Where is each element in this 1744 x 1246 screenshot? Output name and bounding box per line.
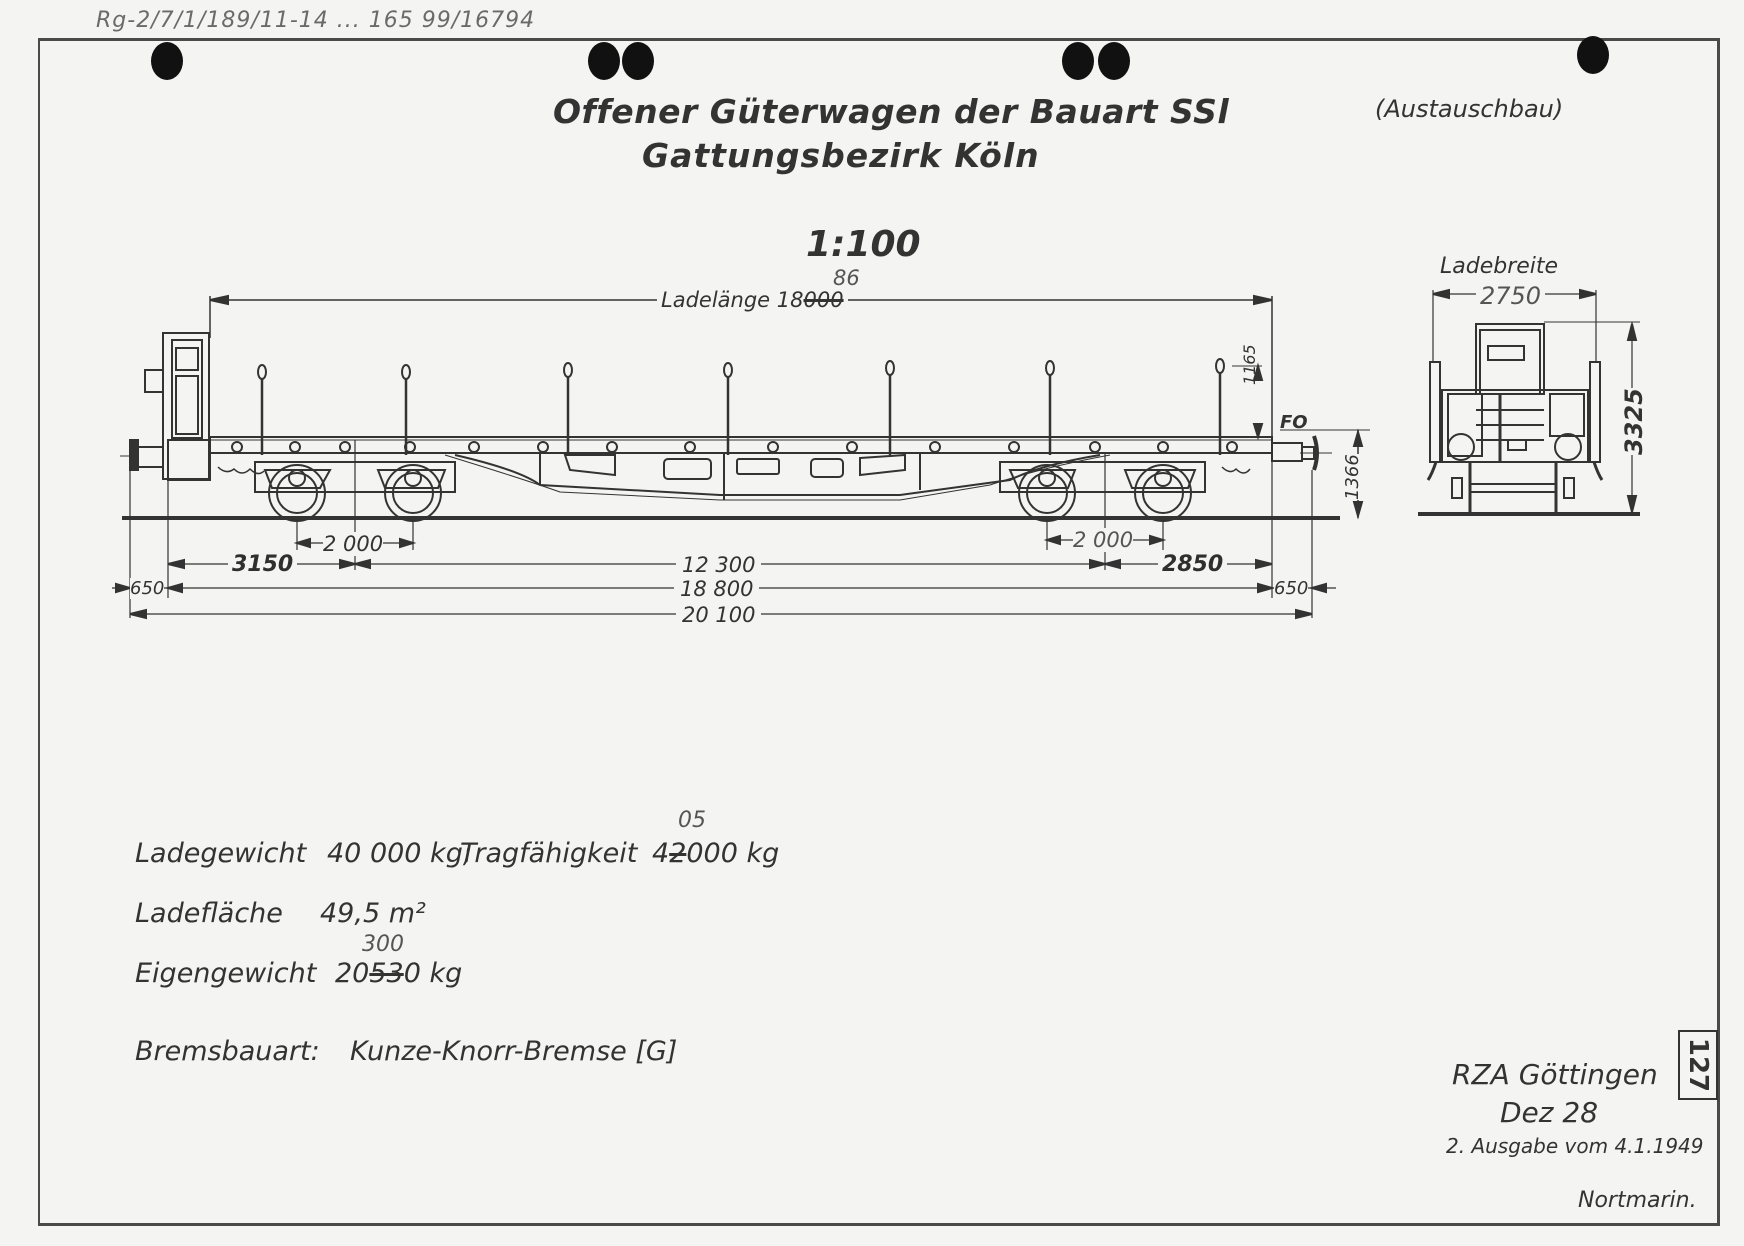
ladeflaeche-value: 49,5 m² [320, 898, 426, 929]
buffer-right: 650 [1274, 578, 1309, 599]
eigengewicht-value: 20530 kg [335, 958, 463, 989]
punch-hole [1577, 36, 1609, 74]
tragfaehigkeit-label: Tragfähigkeit [460, 838, 638, 869]
stake-height-label: 1165 [1240, 344, 1259, 385]
tragfaehigkeit-value: 42000 kg [652, 838, 780, 869]
length-over-buffers: 20 100 [676, 603, 762, 627]
bremse-value: Kunze-Knorr-Bremse [G] [350, 1036, 678, 1067]
length-over-frame: 18 800 [674, 577, 760, 601]
eigengewicht-correction: 300 [362, 932, 404, 957]
ladelaenge-label: Ladelänge 18000 [657, 288, 848, 312]
punch-hole [1098, 42, 1130, 80]
date-label: Dez 28 [1500, 1096, 1599, 1129]
sheet-number-box [1678, 1030, 1718, 1100]
office-label: RZA Göttingen [1452, 1058, 1658, 1091]
punch-hole [622, 42, 654, 80]
sheet-number: 127 [1683, 1037, 1713, 1093]
overhang-right: 2850 [1158, 552, 1228, 577]
overhang-left: 3150 [228, 552, 298, 577]
ladebreite-label: Ladebreite [1440, 254, 1559, 279]
eigengewicht-label: Eigengewicht [135, 958, 317, 989]
variant-note: (Austauschbau) [1375, 95, 1564, 123]
bremse-label: Bremsbauart: [135, 1036, 320, 1067]
drawing-title: Offener Güterwagen der Bauart SSl [553, 92, 1230, 131]
end-height-value: 3325 [1620, 388, 1648, 455]
ladebreite-value: 2750 [1476, 282, 1546, 310]
ladelaenge-correction: 86 [833, 266, 860, 290]
fo-label: FO [1280, 412, 1308, 433]
edition-label: 2. Ausgabe vom 4.1.1949 [1446, 1134, 1704, 1158]
scale-label: 1:100 [806, 224, 921, 265]
buffer-height-label: 1366 [1342, 454, 1363, 500]
punch-hole [588, 42, 620, 80]
wheelbase-right: 2 000 [1073, 528, 1134, 552]
drawing-frame [38, 38, 1720, 1226]
punch-hole [1062, 42, 1094, 80]
pencil-notes: Rg-2/7/1/189/11-14 ... 165 99/16794 [96, 8, 536, 33]
punch-hole [151, 42, 183, 80]
signature: Nortmarin. [1578, 1188, 1697, 1213]
ladegewicht-value: 40 000 kg; [327, 838, 472, 869]
ladegewicht-label: Ladegewicht [135, 838, 307, 869]
ladeflaeche-label: Ladefläche [135, 898, 283, 929]
tragfaehigkeit-correction: 05 [678, 808, 706, 833]
buffer-left: 650 [130, 578, 165, 599]
wheelbase-left: 2 000 [323, 532, 384, 556]
bogie-centers: 12 300 [676, 553, 762, 577]
drawing-subtitle: Gattungsbezirk Köln [642, 136, 1040, 175]
